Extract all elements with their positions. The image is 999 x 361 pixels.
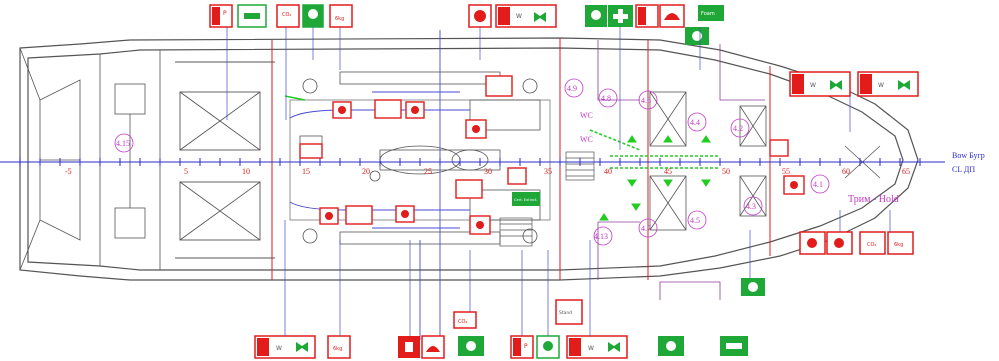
frame-number: 45: [664, 167, 672, 176]
cargo-hatches: [175, 61, 275, 259]
zone-label: 4.6: [641, 96, 651, 105]
sign-text: 6kg: [333, 346, 342, 352]
sign-text: Foam: [701, 11, 715, 17]
sign-text: Stand: [559, 310, 572, 316]
sign-text: W: [878, 82, 884, 89]
sign-stand: [555, 299, 583, 325]
sign-text: Cert. Extinct.: [514, 198, 538, 202]
frame-number: 55: [782, 167, 790, 176]
frame-number: -5: [65, 167, 72, 176]
sprinkler-symbol: [455, 179, 483, 199]
zone-labels: 4.15 4.9 4.8 4.6 4.4 4.2 4.7 4.5 4.3 4.1…: [114, 78, 830, 246]
frame-number: 30: [484, 167, 492, 176]
forward-compartments: [649, 91, 881, 231]
piping: [289, 30, 470, 340]
sign-text: W: [588, 345, 594, 352]
aft-section: [19, 47, 161, 271]
zone-label: 4.1: [813, 180, 823, 189]
equipment-symbols: [299, 75, 805, 235]
fire-alarm-symbol: [299, 143, 323, 159]
sign-text: CO₂: [458, 319, 467, 325]
zone-label: 4.8: [601, 94, 611, 103]
frame-number: 40: [604, 167, 612, 176]
frame-number: 15: [302, 167, 310, 176]
sign-hose-reel: [566, 335, 628, 359]
frame-number: 5: [184, 167, 188, 176]
zone-label: 4.5: [690, 216, 700, 225]
sign-text: CO₂: [867, 242, 876, 248]
sign-text: P: [524, 343, 528, 350]
zone-label: 4.13: [594, 232, 608, 241]
wc-label: WC: [580, 111, 593, 120]
zone-label: 4.15: [116, 139, 130, 148]
sprinkler-symbol: [374, 99, 402, 119]
equipment-symbol-icons: [325, 106, 798, 229]
wc-label: WC: [580, 135, 593, 144]
frame-number: 50: [722, 167, 730, 176]
sign-co2: [887, 231, 914, 255]
zone-label: 4.3: [746, 202, 756, 211]
frame-numbers: -5 5 10 15 20 25 30 35 40 45 50 55 60 65: [65, 167, 910, 176]
sign-hose-reel: [495, 4, 557, 28]
zone-outlines-purple: [597, 40, 765, 300]
safety-signs: P CO₂ 6kg W Foam W W: [209, 4, 919, 359]
sign-co2: [329, 4, 353, 28]
sign-foam: [512, 192, 540, 206]
frame-number: 35: [544, 167, 552, 176]
zone-label: 4.4: [690, 118, 700, 127]
escape-arrows: [284, 95, 720, 221]
centerline: [0, 158, 945, 166]
sign-text: P: [223, 10, 227, 17]
frame-number: 65: [902, 167, 910, 176]
sign-text: 6kg: [894, 242, 903, 248]
frame-number: 25: [424, 167, 432, 176]
hold-label: Трим - Hold: [848, 194, 899, 205]
sprinkler-symbol: [345, 205, 373, 225]
sign-co2: [453, 311, 477, 329]
zone-label: 4.9: [567, 84, 577, 93]
sign-text: W: [516, 13, 522, 20]
sign-text: W: [276, 345, 282, 352]
bow-label: Bow Бугр: [952, 151, 985, 160]
hull-outline: [19, 37, 919, 281]
frame-number: 10: [242, 167, 250, 176]
zone-label: 4.2: [733, 124, 743, 133]
sign-text: 6kg: [335, 16, 344, 22]
sign-text: W: [810, 82, 816, 89]
sign-co2: [859, 231, 886, 255]
zone-label: 4.7: [641, 224, 651, 233]
sign-co2: [276, 4, 300, 28]
fire-alarm-symbol: [769, 139, 789, 157]
sign-co2: [327, 335, 351, 359]
sign-foam: [698, 5, 724, 21]
centerline-label: CL ДП: [952, 165, 975, 174]
fire-alarm-symbol: [507, 167, 527, 185]
stairs: [499, 151, 595, 247]
frame-number: 60: [842, 167, 850, 176]
leader-lines: [226, 27, 891, 336]
frame-number: 20: [362, 167, 370, 176]
sign-text: CO₂: [282, 12, 291, 18]
sprinkler-symbol: [485, 75, 513, 97]
